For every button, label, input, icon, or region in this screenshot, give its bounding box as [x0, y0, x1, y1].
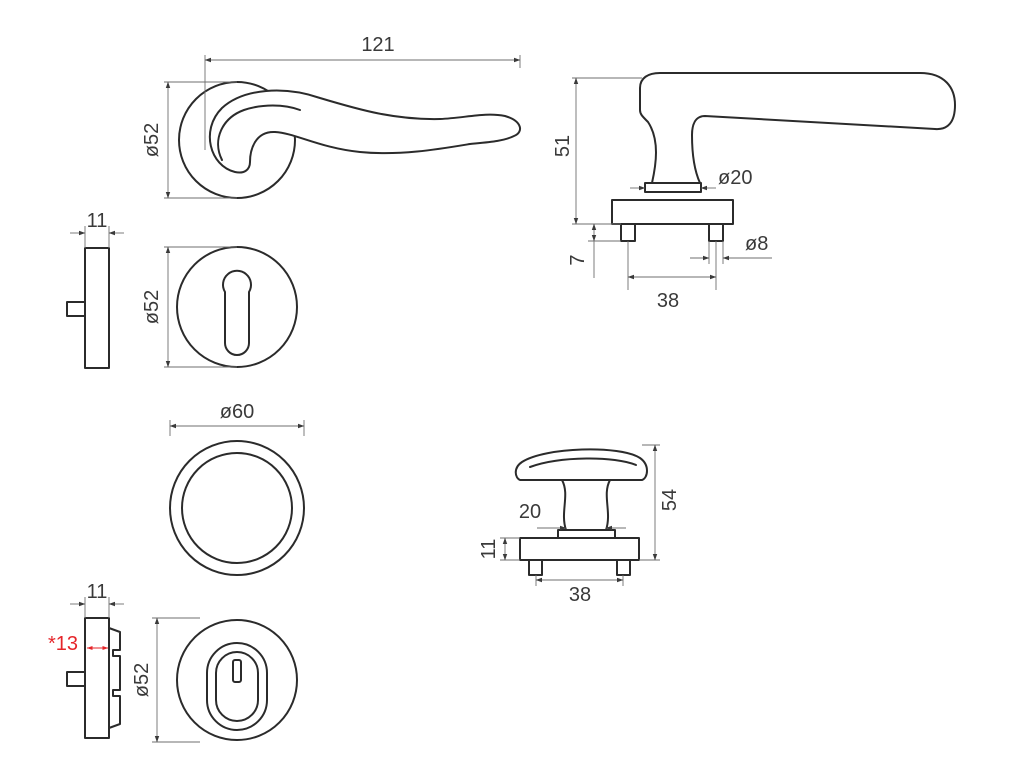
knob-collar: [557, 529, 616, 539]
rose-inner-ring: [181, 452, 293, 564]
lever-rose-base: [611, 199, 734, 225]
wc-oval-inner: [215, 651, 259, 722]
wc-rose-outline: [176, 619, 298, 741]
knob-head-rim: [529, 457, 637, 468]
dim-label-knob-base: 11: [478, 539, 500, 560]
knob-side-view: 54 20 11 38: [478, 444, 681, 606]
wc-oval-outer: [206, 642, 268, 731]
dim-label-pin: ø8: [745, 233, 768, 255]
dim-label-lever-height: 51: [552, 135, 574, 157]
rose-front-view: ø60: [169, 401, 305, 576]
dim-label-knob-height: 54: [659, 489, 681, 511]
rose-outer-ring: [169, 440, 305, 576]
lever-spindle-collar: [644, 182, 702, 193]
wc-escutcheon-side-view: 11 *13: [48, 581, 124, 739]
lever-neck-curve: [217, 104, 301, 161]
dim-label-wc-thickness: 11: [87, 581, 108, 603]
wc-pin: [66, 671, 86, 687]
knob-rose-base: [519, 537, 640, 561]
escutcheon-side-view: 11: [66, 210, 124, 369]
lever-front-view: 121 ø52: [141, 34, 522, 199]
escutcheon-plate-side: [84, 247, 110, 369]
dim-label-escutcheon-diameter: ø52: [141, 290, 163, 324]
dim-label-lever-rose: ø52: [141, 123, 163, 157]
escutcheon-pin: [66, 301, 86, 317]
knob-head: [514, 448, 648, 481]
lever-pin-right: [708, 223, 724, 242]
dim-label-escutcheon-thickness: 11: [87, 210, 108, 232]
cylinder-keyhole: [222, 269, 252, 356]
knob-neck: [561, 479, 611, 531]
lever-handle-front: [208, 89, 522, 174]
wc-turn-profile: [108, 627, 121, 729]
dim-label-wc-offset: *13: [48, 633, 78, 655]
knob-pin-right: [616, 559, 631, 576]
dim-label-rose-large: ø60: [220, 401, 254, 423]
dim-label-knob-neck: 20: [519, 501, 541, 523]
lever-handle-side: [639, 72, 956, 184]
wc-turn-slot: [232, 659, 242, 683]
dim-label-pin-spacing: 38: [657, 290, 679, 312]
dim-label-lever-length: 121: [361, 34, 394, 56]
knob-pin-left: [528, 559, 543, 576]
escutcheon-front-view: ø52: [141, 246, 298, 368]
wc-plate-side: [84, 617, 110, 739]
lever-pin-left: [620, 223, 636, 242]
dim-label-spindle: ø20: [718, 167, 752, 189]
wc-escutcheon-front-view: ø52: [131, 617, 298, 743]
dim-label-knob-pins: 38: [569, 584, 591, 606]
dim-label-pin-height: 7: [567, 254, 589, 265]
dim-label-wc-diameter: ø52: [131, 663, 153, 697]
lever-side-view: 51 ø20 7 ø8 38: [552, 72, 956, 312]
